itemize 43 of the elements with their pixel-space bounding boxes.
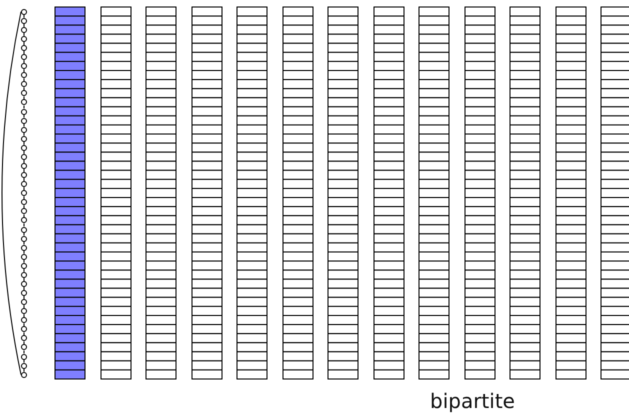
- diagram-label: bipartite: [430, 389, 515, 413]
- vertex-circle: [21, 181, 27, 188]
- vertex-circle: [21, 144, 27, 151]
- vertex-circle: [21, 26, 27, 33]
- vertex-circle: [21, 8, 27, 15]
- vertex-circle: [21, 136, 27, 142]
- vertex-circle: [21, 99, 27, 106]
- vertex-circle: [21, 126, 27, 133]
- vertex-circle: [21, 63, 27, 70]
- vertex-circle: [21, 317, 27, 324]
- vertex-circle: [21, 45, 27, 51]
- vertex-circle: [21, 290, 27, 296]
- vertex-circle: [21, 81, 27, 88]
- vertex-circle: [21, 354, 27, 360]
- vertex-circle: [21, 236, 27, 242]
- vertex-circle: [21, 226, 27, 232]
- vertex-circle: [21, 262, 27, 269]
- vertex-circle: [21, 217, 27, 224]
- vertex-circle: [21, 244, 27, 251]
- vertex-circle: [21, 372, 27, 378]
- vertex-circle: [21, 72, 27, 78]
- vertex-circle: [21, 118, 27, 124]
- edge-line: [2, 11, 22, 376]
- vertex-circle: [21, 90, 27, 96]
- vertex-circle: [21, 272, 27, 278]
- vertex-circle: [21, 162, 27, 169]
- vertex-circle: [21, 280, 27, 287]
- vertex-circle: [21, 190, 27, 196]
- vertex-circle: [21, 326, 27, 332]
- vertex-circle: [21, 208, 27, 214]
- vertex-circle: [21, 254, 27, 260]
- vertex-circle: [21, 18, 27, 24]
- vertex-circle: [21, 362, 27, 369]
- vertex-circle: [21, 154, 27, 160]
- vertex-circle: [21, 172, 27, 178]
- vertex-circle: [21, 299, 27, 306]
- vertex-circle: [21, 108, 27, 115]
- vertex-circle: [21, 344, 27, 350]
- vertex-circle: [21, 36, 27, 42]
- vertex-circle: [21, 335, 27, 342]
- vertex-circle: [21, 199, 27, 206]
- vertex-circle: [21, 54, 27, 60]
- vertex-circle: [21, 308, 27, 314]
